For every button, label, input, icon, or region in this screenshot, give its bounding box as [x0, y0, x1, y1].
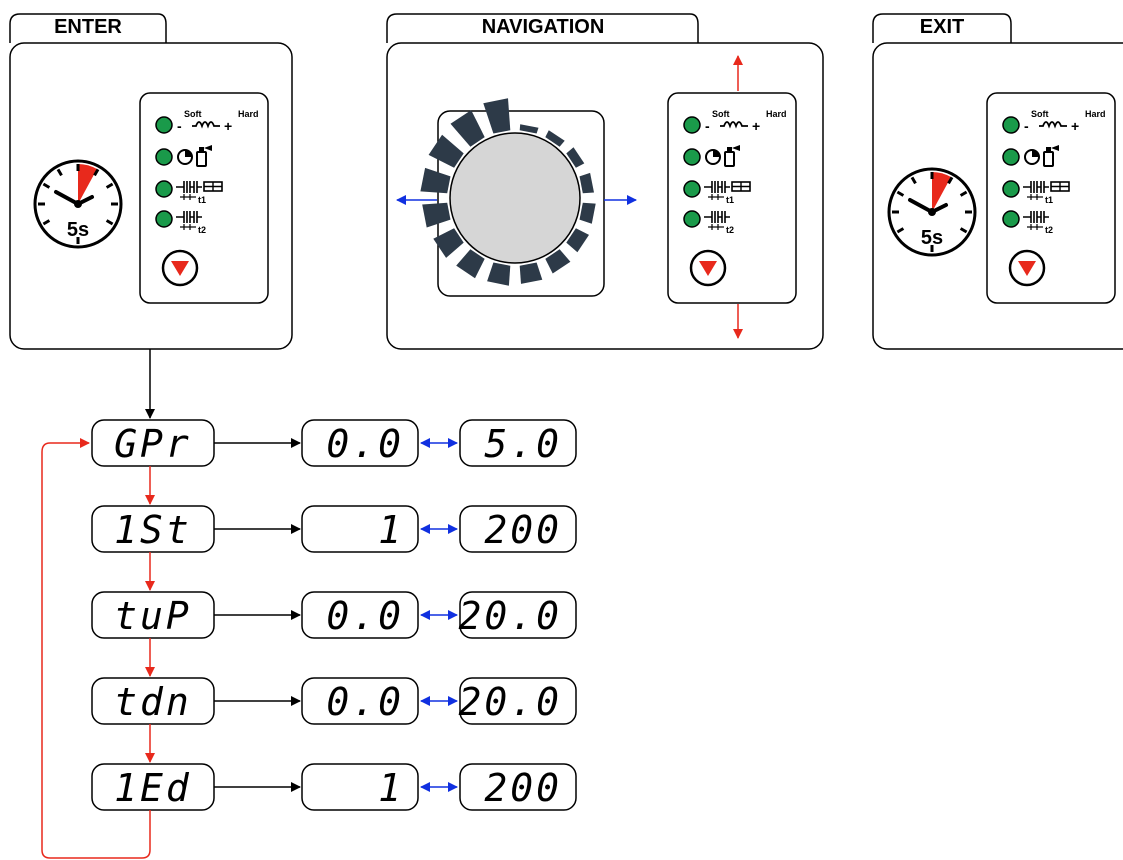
- parameter-row: 1St 1 200: [91, 505, 577, 553]
- t2-label: t2: [198, 225, 206, 235]
- knob-segment: [487, 262, 511, 286]
- knob-segment: [519, 124, 539, 134]
- min-value-display: [301, 419, 419, 467]
- enter-title: ENTER: [54, 16, 122, 38]
- plus-label: +: [1071, 118, 1079, 134]
- knob-segment: [579, 202, 596, 224]
- knob-segment: [545, 130, 565, 147]
- minus-label: -: [1024, 118, 1029, 134]
- min-value: 1: [378, 508, 404, 552]
- plus-label: +: [752, 118, 760, 134]
- max-value-display: [459, 677, 577, 725]
- max-value: 20.0: [458, 594, 562, 638]
- timer-icon: 5s: [33, 159, 123, 249]
- soft-label: Soft: [1031, 109, 1049, 119]
- parameter-code: tdn: [114, 680, 192, 724]
- max-value-display: [459, 591, 577, 639]
- knob-segment: [545, 249, 571, 274]
- min-value-display: [301, 505, 419, 553]
- min-value: 1: [378, 766, 404, 810]
- control-panel: Soft Hard - + t1 t2: [138, 91, 270, 305]
- knob-segment: [456, 249, 485, 279]
- parameter-menu: GPr 0.0 5.0 1St 1 200 tuP 0.0: [41, 419, 577, 859]
- soft-label: Soft: [712, 109, 730, 119]
- parameter-row: tuP 0.0 20.0: [91, 591, 577, 639]
- knob-segment: [428, 134, 464, 168]
- soft-label: Soft: [184, 109, 202, 119]
- minus-label: -: [177, 118, 182, 134]
- knob-segment: [566, 147, 585, 168]
- t1-label: t1: [726, 195, 734, 205]
- parameter-code: tuP: [114, 594, 192, 638]
- knob-segment: [450, 110, 485, 147]
- max-value: 200: [484, 766, 562, 810]
- timer-label: 5s: [921, 227, 943, 249]
- knob-segment: [519, 262, 543, 284]
- min-value: 0.0: [326, 594, 404, 638]
- plus-label: +: [224, 118, 232, 134]
- min-value-display: [301, 763, 419, 811]
- parameter-row: GPr 0.0 5.0: [91, 419, 577, 467]
- timer-label: 5s: [67, 219, 89, 241]
- exit-panel: EXIT 5s Soft Hard - + t1 t2: [872, 13, 1123, 350]
- hard-label: Hard: [1085, 109, 1106, 119]
- t1-label: t1: [198, 195, 206, 205]
- parameter-code: GPr: [114, 422, 192, 466]
- hard-label: Hard: [766, 109, 787, 119]
- max-value: 20.0: [458, 680, 562, 724]
- knob-segment: [566, 228, 589, 253]
- parameter-code: 1St: [114, 508, 192, 552]
- max-value-display: [459, 763, 577, 811]
- t2-label: t2: [726, 225, 734, 235]
- minus-label: -: [705, 118, 710, 134]
- knob-segment: [420, 167, 451, 194]
- min-value-display: [301, 591, 419, 639]
- min-value: 0.0: [326, 680, 404, 724]
- rotary-knob: [420, 98, 605, 297]
- control-panel: Soft Hard - + t1 t2: [985, 91, 1117, 305]
- control-panel: Soft Hard - + t1 t2: [666, 91, 798, 305]
- min-value: 0.0: [326, 422, 404, 466]
- max-value: 5.0: [484, 422, 562, 466]
- min-value-display: [301, 677, 419, 725]
- enter-panel: ENTER 5s Soft Hard - + t1 t2: [9, 13, 293, 350]
- t2-label: t2: [1045, 225, 1053, 235]
- max-value-display: [459, 505, 577, 553]
- knob-segment: [422, 202, 451, 228]
- navigation-title: NAVIGATION: [482, 16, 605, 38]
- max-value: 200: [484, 508, 562, 552]
- loop-back-arrow: [41, 438, 151, 859]
- knob-segment: [483, 98, 511, 134]
- timer-icon: 5s: [887, 167, 977, 257]
- parameter-code: 1Ed: [114, 766, 192, 810]
- t1-label: t1: [1045, 195, 1053, 205]
- parameter-row: tdn 0.0 20.0: [91, 677, 577, 725]
- parameter-row: 1Ed 1 200: [91, 763, 577, 811]
- navigation-panel: NAVIGATION Soft Hard - + t1 t2: [386, 13, 824, 350]
- knob-segment: [433, 228, 464, 258]
- hard-label: Hard: [238, 109, 259, 119]
- exit-title: EXIT: [920, 16, 964, 38]
- max-value-display: [459, 419, 577, 467]
- knob-segment: [579, 172, 594, 194]
